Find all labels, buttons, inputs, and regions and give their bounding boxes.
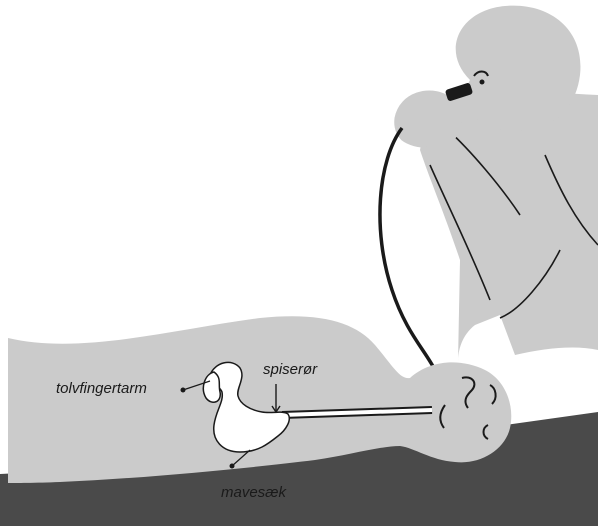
doctor-head (456, 6, 581, 131)
esophagus-label: spiserør (263, 361, 317, 378)
patient-body (8, 316, 511, 483)
stomach-label: mavesæk (221, 484, 286, 501)
duodenum-label: tolvfingertarm (56, 380, 147, 397)
